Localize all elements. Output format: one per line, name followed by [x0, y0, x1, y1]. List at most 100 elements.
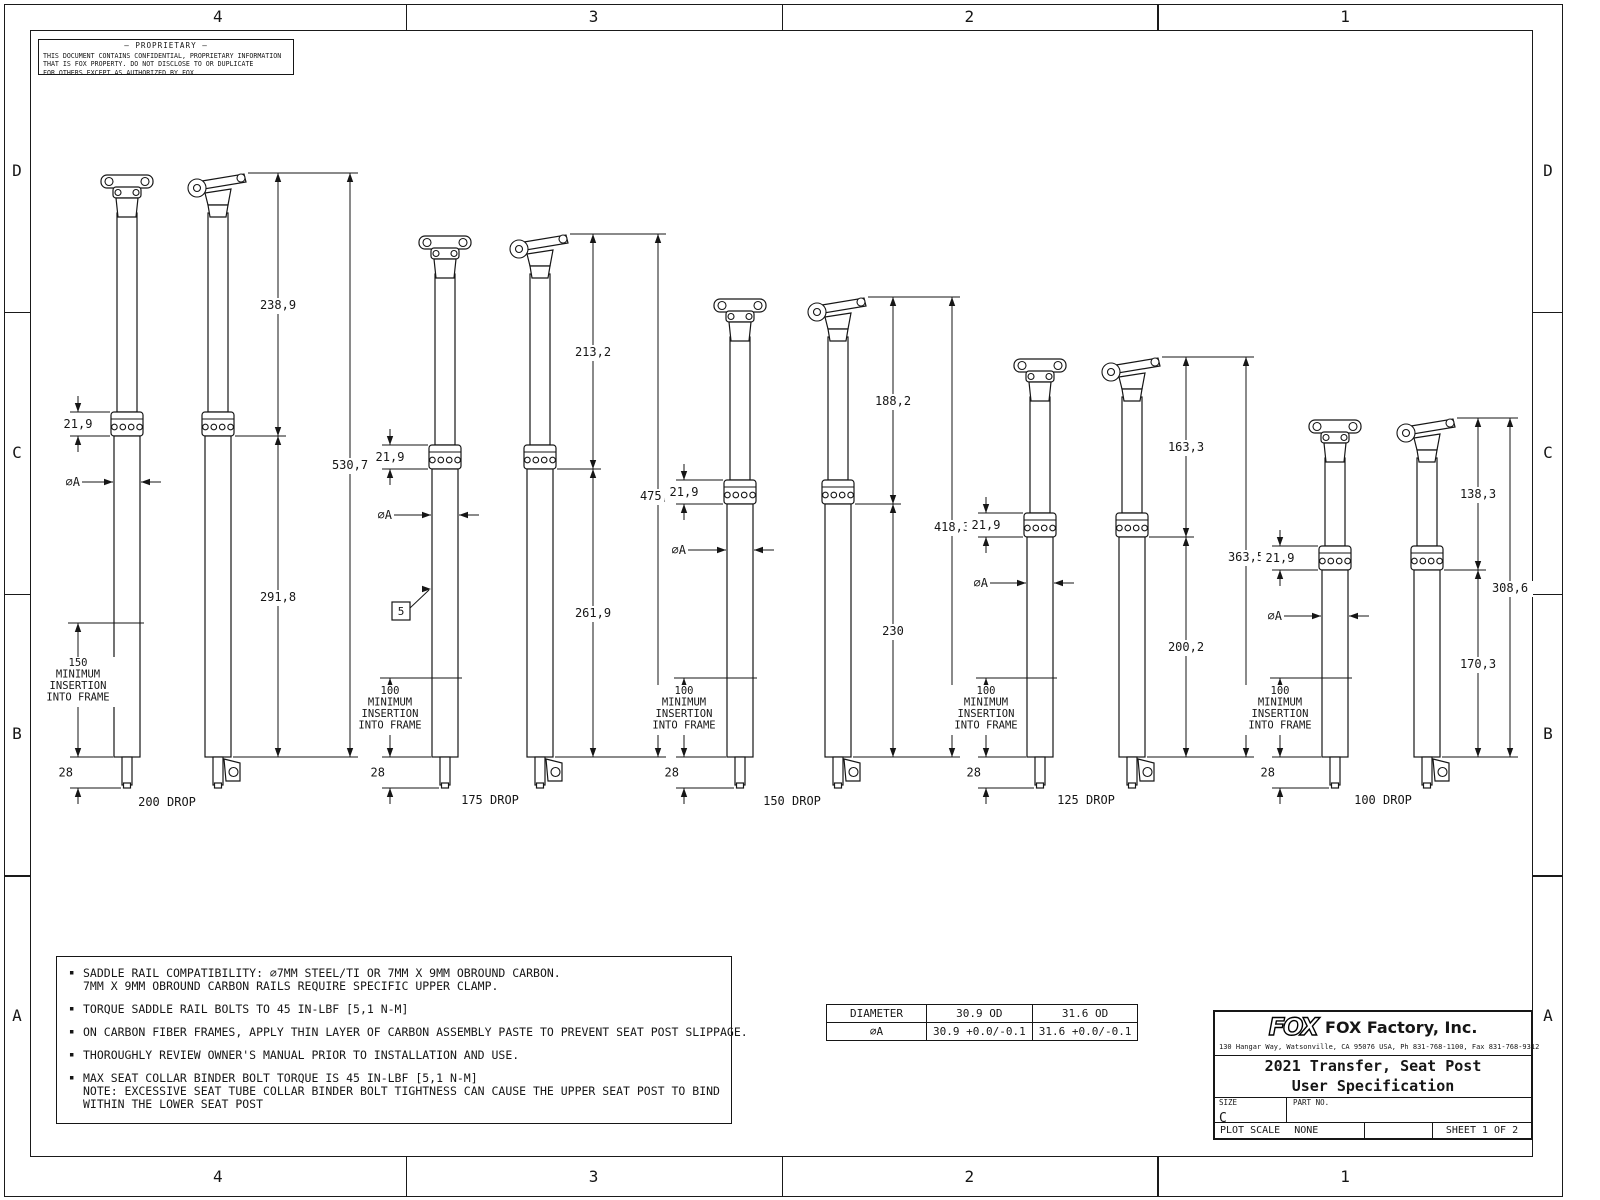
zone-row-left-C: C: [12, 442, 22, 462]
dia-table-cell-1-0: ⌀A: [826, 1022, 927, 1041]
zone-row-left-A: A: [12, 1006, 22, 1026]
zone-tick: [1533, 875, 1563, 877]
proprietary-line: FOR OTHERS EXCEPT AS AUTHORIZED BY FOX.: [43, 68, 198, 75]
svg-text:261,9: 261,9: [575, 606, 611, 620]
note-text: TORQUE SADDLE RAIL BOLTS TO 45 IN-LBF [5…: [83, 1002, 409, 1016]
svg-text:150 DROP: 150 DROP: [763, 794, 821, 808]
zone-col-bottom-3: 3: [588, 1167, 599, 1186]
svg-text:21,9: 21,9: [376, 450, 405, 464]
svg-text:INSERTION: INSERTION: [362, 708, 419, 720]
note-item-2: ▪TORQUE SADDLE RAIL BOLTS TO 45 IN-LBF […: [69, 1003, 719, 1016]
zone-row-left-B: B: [12, 724, 22, 744]
drawing-title-line2: User Specification: [1291, 1076, 1455, 1095]
svg-text:INTO FRAME: INTO FRAME: [46, 692, 109, 704]
proprietary-line: THAT IS FOX PROPERTY. DO NOT DISCLOSE TO…: [43, 60, 254, 69]
svg-text:100: 100: [675, 685, 694, 697]
drawing-title: 2021 Transfer, Seat Post User Specificat…: [1215, 1056, 1531, 1098]
size-label: SIZE: [1219, 1098, 1238, 1107]
svg-text:⌀A: ⌀A: [974, 576, 989, 590]
zone-col-top-3: 3: [588, 7, 599, 26]
plot-scale-value: NONE: [1294, 1125, 1319, 1136]
note-line: ▪ ON CARBON FIBER FRAMES, APPLY THIN LAYE…: [69, 1026, 748, 1039]
note-line: NOTE: EXCESSIVE SEAT TUBE COLLAR BINDER …: [69, 1085, 720, 1098]
svg-text:INSERTION: INSERTION: [50, 680, 107, 692]
svg-text:21,9: 21,9: [670, 485, 699, 499]
note-item-3: ▪ ON CARBON FIBER FRAMES, APPLY THIN LAYE…: [69, 1026, 748, 1039]
proprietary-title: — PROPRIETARY —: [124, 41, 208, 50]
svg-text:170,3: 170,3: [1460, 657, 1496, 671]
note-line: ▪SADDLE RAIL COMPATIBILITY: ⌀7MM STEEL/T…: [69, 967, 719, 980]
svg-text:138,3: 138,3: [1460, 487, 1496, 501]
svg-text:200,2: 200,2: [1168, 640, 1204, 654]
note-line: 7MM X 9MM OBROUND CARBON RAILS REQUIRE S…: [69, 980, 719, 993]
svg-text:175 DROP: 175 DROP: [461, 793, 519, 807]
zone-row-right-B: B: [1543, 724, 1553, 744]
zone-col-bottom-1: 1: [1340, 1167, 1350, 1186]
svg-text:100: 100: [381, 685, 400, 697]
svg-text:230: 230: [882, 624, 904, 638]
zone-tick: [1533, 593, 1563, 595]
notes-box: ▪ SADDLE RAIL COMPATIBILITY: ⌀7MM STEEL/T…: [56, 956, 748, 1124]
svg-text:MINIMUM: MINIMUM: [662, 697, 706, 709]
bullet-icon: ▪: [69, 1027, 75, 1037]
dia-table-cell-0-0: DIAMETER: [826, 1004, 927, 1023]
svg-text:308,6: 308,6: [1492, 581, 1528, 595]
svg-text:21,9: 21,9: [64, 417, 93, 431]
svg-text:530,7: 530,7: [332, 458, 368, 472]
title-block-company-row: FOX FOX Factory, Inc. 130 Hangar Way, Wa…: [1215, 1012, 1540, 1056]
svg-text:100 DROP: 100 DROP: [1354, 793, 1412, 807]
zone-col-bottom-2: 2: [964, 1167, 975, 1186]
svg-text:28: 28: [665, 766, 679, 780]
note-line: ▪MAX SEAT COLLAR BINDER BOLT TORQUE IS 4…: [69, 1072, 719, 1085]
part-no-cell: PART NO.: [1287, 1098, 1531, 1122]
zone-tick: [1533, 311, 1563, 314]
svg-text:21,9: 21,9: [1266, 551, 1295, 565]
notes-list: ▪ SADDLE RAIL COMPATIBILITY: ⌀7MM STEEL/T…: [69, 967, 748, 1111]
svg-text:28: 28: [967, 766, 981, 780]
svg-text:MINIMUM: MINIMUM: [964, 697, 1008, 709]
svg-text:28: 28: [59, 766, 73, 780]
plot-scale-cell: PLOT SCALE NONE: [1215, 1123, 1365, 1138]
note-text: SADDLE RAIL COMPATIBILITY: ⌀7MM STEEL/TI…: [83, 966, 561, 980]
svg-text:28: 28: [1261, 766, 1275, 780]
svg-text:MINIMUM: MINIMUM: [56, 669, 100, 681]
note-line: ▪TORQUE SADDLE RAIL BOLTS TO 45 IN-LBF […: [69, 1003, 719, 1016]
title-block: FOX FOX Factory, Inc. 130 Hangar Way, Wa…: [1213, 1010, 1540, 1140]
note-item-5: ▪MAX SEAT COLLAR BINDER BOLT TORQUE IS 4…: [69, 1072, 720, 1111]
dia-table-cell-0-2: 31.6 OD: [1031, 1004, 1139, 1023]
fox-logo: FOX: [1268, 1013, 1320, 1041]
bullet-icon: ▪: [69, 1050, 75, 1060]
zone-col-bottom-4: 4: [213, 1167, 223, 1186]
note-item-4: ▪ THOROUGHLY REVIEW OWNER'S MANUAL PRIOR …: [69, 1049, 719, 1062]
svg-text:INTO FRAME: INTO FRAME: [358, 720, 421, 732]
svg-text:⌀A: ⌀A: [1268, 609, 1283, 623]
svg-text:INTO FRAME: INTO FRAME: [954, 720, 1017, 732]
svg-text:INTO FRAME: INTO FRAME: [1248, 720, 1311, 732]
note-text: WITHIN THE LOWER SEAT POST: [83, 1097, 264, 1111]
svg-text:MINIMUM: MINIMUM: [1258, 697, 1302, 709]
proprietary-line: THIS DOCUMENT CONTAINS CONFIDENTIAL, PRO…: [43, 51, 282, 60]
svg-text:188,2: 188,2: [875, 394, 911, 408]
company-address: 130 Hangar Way, Watsonville, CA 95076 US…: [1219, 1043, 1540, 1051]
part-no-label: PART NO.: [1293, 1098, 1330, 1107]
svg-text:⌀A: ⌀A: [378, 508, 393, 522]
zone-tick: [4, 875, 30, 877]
zone-tick: [405, 4, 408, 30]
zone-tick: [4, 311, 30, 314]
svg-text:200 DROP: 200 DROP: [138, 795, 196, 809]
zone-tick: [4, 593, 30, 595]
svg-text:28: 28: [371, 766, 385, 780]
note-text: ON CARBON FIBER FRAMES, APPLY THIN LAYER…: [83, 1025, 748, 1039]
zone-tick: [1157, 1157, 1159, 1197]
svg-text:100: 100: [977, 685, 996, 697]
zone-row-right-A: A: [1543, 1006, 1553, 1026]
svg-text:150: 150: [69, 657, 88, 669]
note-text: THOROUGHLY REVIEW OWNER'S MANUAL PRIOR T…: [83, 1048, 520, 1062]
svg-text:163,3: 163,3: [1168, 440, 1204, 454]
